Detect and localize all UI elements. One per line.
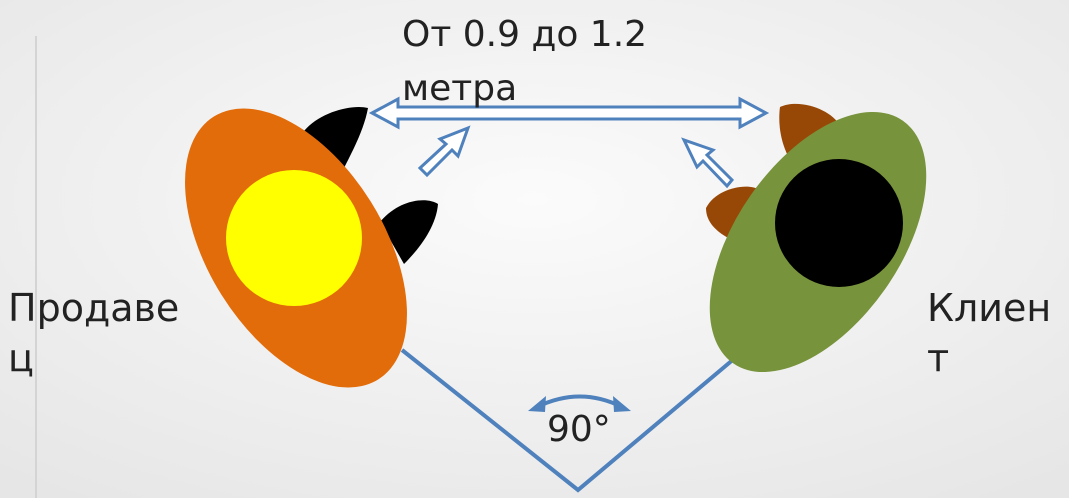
distance-label-line2: метра xyxy=(402,68,518,109)
angle-label: 90° xyxy=(547,406,611,454)
seller-foot-bottom xyxy=(380,200,438,264)
seller-label-line2: ц xyxy=(8,336,34,380)
client-gaze-arrow-icon xyxy=(681,137,735,189)
client-figure xyxy=(706,103,927,373)
client-label-line2: т xyxy=(927,336,950,380)
client-label-line1: Клиен xyxy=(927,286,1052,330)
client-foot-top xyxy=(779,103,840,156)
seller-foot-top xyxy=(304,106,368,168)
seller-label-line1: Продаве xyxy=(8,286,180,330)
distance-label: От 0.9 до 1.2 метра xyxy=(402,8,647,116)
distance-label-line1: От 0.9 до 1.2 xyxy=(402,14,648,55)
seller-gaze-arrow-icon xyxy=(417,125,471,178)
client-head xyxy=(775,159,903,287)
seller-figure xyxy=(185,106,438,388)
distance-double-arrow-icon xyxy=(368,96,770,130)
angle-arc-icon xyxy=(528,394,631,412)
seller-label: Продаве ц xyxy=(8,283,179,383)
seller-head xyxy=(226,170,362,306)
angle-label-text: 90° xyxy=(547,409,611,450)
angle-lines xyxy=(400,335,762,493)
client-label: Клиен т xyxy=(927,283,1051,383)
